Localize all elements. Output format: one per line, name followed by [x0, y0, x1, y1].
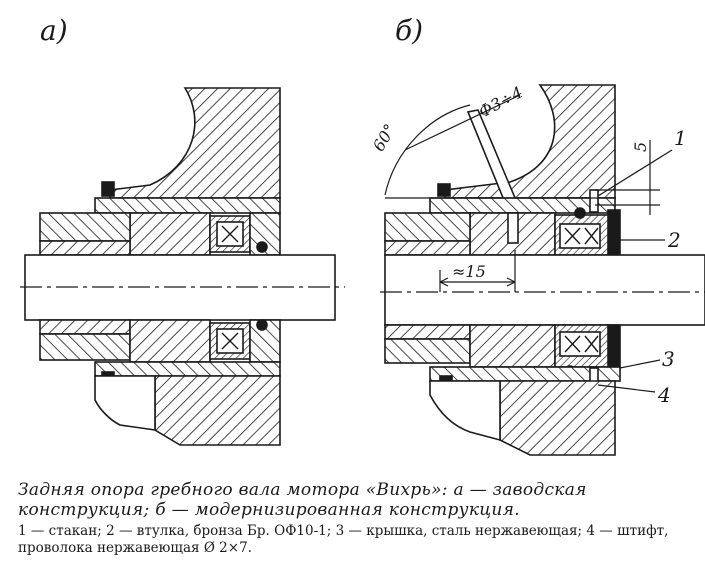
figure-caption: Задняя опора гребного вала мотора «Вихрь… — [18, 480, 698, 557]
panel-a-drawing — [20, 87, 345, 446]
hole-dimension: Ф3÷4 — [475, 83, 525, 122]
panel-b-drawing — [380, 84, 705, 456]
cover-upper-b — [607, 209, 621, 256]
shaft-b — [384, 254, 705, 326]
housing-bottom-a — [154, 375, 281, 446]
callout-2: 2 — [667, 228, 681, 252]
upper-wall-b — [429, 197, 616, 214]
lower-wall-a — [94, 361, 281, 377]
shaft-sleeve-upper-b — [384, 212, 471, 242]
callout-1: 1 — [674, 126, 687, 150]
upper-wall-a — [94, 197, 281, 214]
callout-3: 3 — [662, 347, 675, 371]
shaft-sleeve-lower-a — [39, 319, 131, 335]
sleeve-lower-a — [129, 319, 211, 363]
panel-label-a: а) — [40, 14, 68, 47]
shaft-sleeve-upper-a — [39, 212, 131, 242]
length-dimension: ≈15 — [452, 262, 486, 281]
shaft-sleeve-lower-b — [384, 324, 471, 340]
housing-bottom-b — [499, 380, 616, 456]
oring-top-b — [437, 183, 451, 197]
sleeve-upper-a — [129, 212, 211, 256]
sleeve-lower-b — [469, 324, 556, 368]
caption-legend: 1 — стакан; 2 — втулка, бронза Бр. ОФ10-… — [18, 523, 669, 556]
callout-4: 4 — [657, 383, 671, 407]
dimension-lines — [384, 94, 673, 393]
caption-title: Задняя опора гребного вала мотора «Вихрь… — [18, 480, 587, 520]
cover-lower-b — [607, 324, 621, 371]
oring-top-a — [101, 181, 115, 197]
angle-dimension: 60° — [369, 121, 400, 155]
housing-top-a — [109, 87, 281, 199]
panel-label-b: б) — [395, 14, 423, 47]
offset-dimension: 5 — [631, 142, 650, 152]
pin-top-b — [589, 189, 599, 213]
housing-top-b — [444, 84, 616, 199]
